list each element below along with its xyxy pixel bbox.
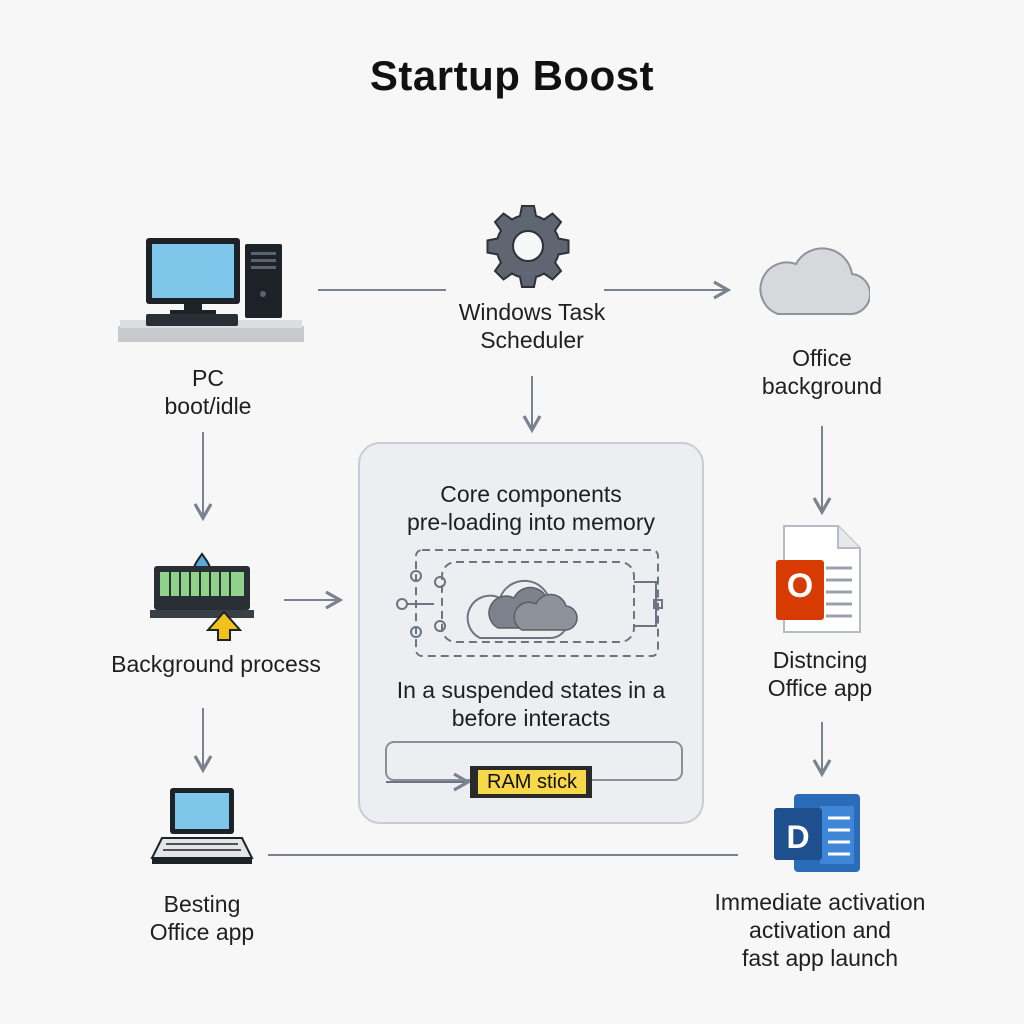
memory-module-icon [150,552,254,641]
office-background-label: Office background [761,345,883,399]
cloud-circuit-icon [396,549,663,657]
immediate-activation-label: Immediate activation activation and fast… [714,889,926,971]
background-process-label: Background process [111,651,321,677]
task-scheduler-label: Windows Task Scheduler [458,299,606,353]
suspended-state-label: In a suspended states in a before intera… [396,677,666,731]
besting-office-label: Besting Office app [149,891,255,945]
core-components-heading: Core components pre-loading into memory [406,481,655,535]
desktop-computer-icon [118,238,304,342]
diagram-title: Startup Boost [369,52,655,99]
cloud-icon [759,247,870,316]
pc-boot-label: PC boot/idle [164,365,252,419]
office-document-badge: O [786,567,814,605]
office-document-icon [776,525,861,633]
office-app-badge: D [786,819,810,855]
laptop-icon [150,788,254,864]
office-app-icon [774,794,860,872]
distncing-office-label: Distncing Office app [767,647,873,701]
ram-stick-label: RAM stick [476,768,588,796]
gear-icon [486,205,570,288]
